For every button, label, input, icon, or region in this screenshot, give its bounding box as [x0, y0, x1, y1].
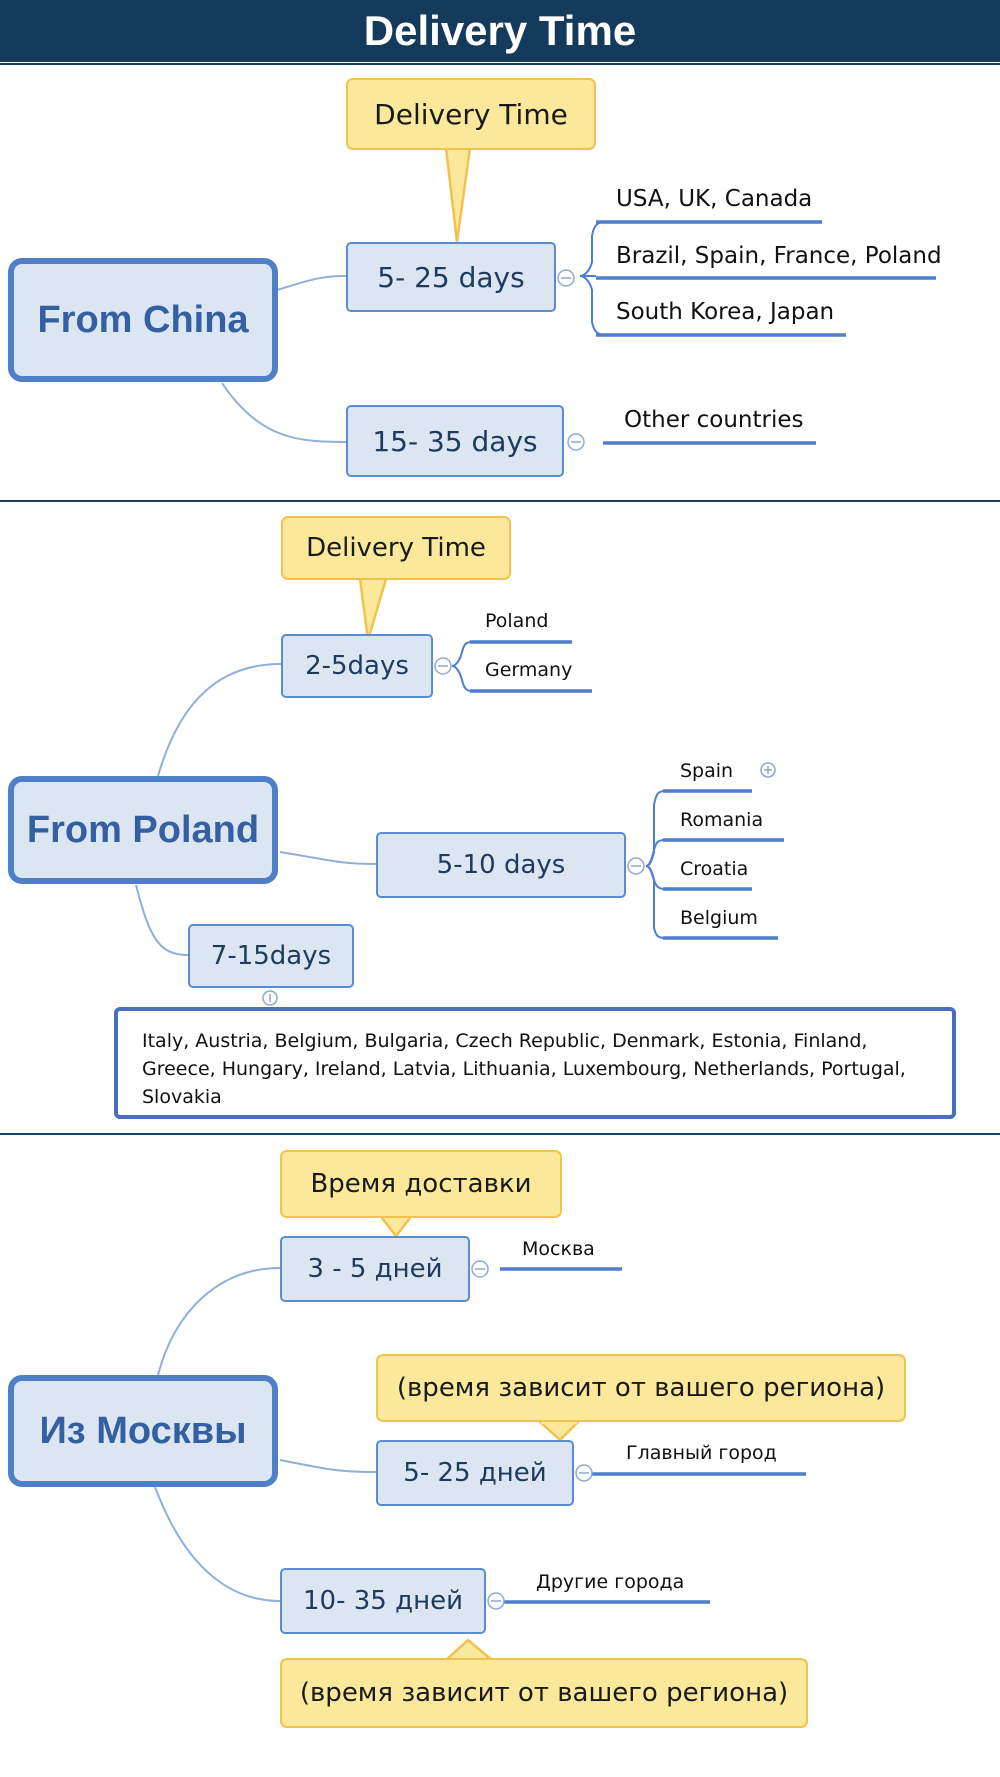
node-poland-5-10-days: 5-10 days	[376, 832, 626, 898]
node-moscow-10-35-days: 10- 35 дней	[280, 1568, 486, 1634]
leaf-brazil-spain-france-poland: Brazil, Spain, France, Poland	[616, 243, 942, 269]
leaf-romania: Romania	[680, 809, 764, 831]
node-china-5-25-days: 5- 25 days	[346, 242, 556, 312]
callout-delivery-time-china: Delivery Time	[346, 78, 596, 150]
leaf-spain: Spain	[680, 760, 734, 782]
leaf-belgium: Belgium	[680, 907, 758, 929]
node-moscow-3-5-days: 3 - 5 дней	[280, 1236, 470, 1302]
leaf-south-korea-japan: South Korea, Japan	[616, 299, 835, 325]
section-divider-1	[0, 500, 1000, 502]
callout-region-note-mid: (время зависит от вашего региона)	[376, 1354, 906, 1422]
root-node-poland: From Poland	[8, 776, 278, 884]
leaf-other-countries: Other countries	[624, 407, 804, 433]
callout-delivery-time-ru: Время доставки	[280, 1150, 562, 1218]
root-node-moscow: Из Москвы	[8, 1375, 278, 1487]
page-title: Delivery Time	[0, 0, 1000, 62]
node-china-15-35-days: 15- 35 days	[346, 405, 564, 477]
leaf-usa-uk-canada: USA, UK, Canada	[616, 186, 813, 212]
leaf-main-city: Главный город	[626, 1442, 777, 1464]
section-divider-2	[0, 1133, 1000, 1135]
leaf-poland: Poland	[485, 610, 549, 632]
node-poland-7-15-days: 7-15days	[188, 924, 354, 988]
node-moscow-5-25-days: 5- 25 дней	[376, 1440, 574, 1506]
leaf-other-cities: Другие города	[536, 1571, 685, 1593]
leaf-germany: Germany	[485, 659, 573, 681]
node-poland-2-5-days: 2-5days	[281, 634, 433, 698]
callout-delivery-time-poland: Delivery Time	[281, 516, 511, 580]
countries-list-box: Italy, Austria, Belgium, Bulgaria, Czech…	[114, 1007, 956, 1119]
leaf-croatia: Croatia	[680, 858, 749, 880]
callout-region-note-bottom: (время зависит от вашего региона)	[280, 1658, 808, 1728]
root-node-china: From China	[8, 258, 278, 382]
header-underline	[0, 63, 1000, 65]
leaf-moscow-city: Москва	[522, 1238, 595, 1260]
